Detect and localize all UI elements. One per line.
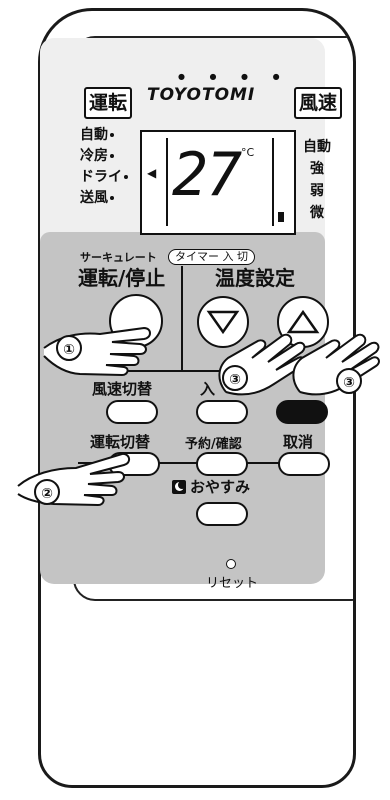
mode-item: 冷房 bbox=[80, 146, 128, 167]
temp-setting-label: 温度設定 bbox=[215, 266, 295, 290]
lcd-frame bbox=[166, 138, 274, 226]
reset-label: リセット bbox=[206, 576, 259, 591]
fan-switch-button[interactable] bbox=[106, 400, 158, 424]
mode-switch-label: 運転切替 bbox=[90, 433, 151, 451]
temperature-readout: 27 bbox=[172, 140, 242, 210]
cancel-button[interactable] bbox=[278, 452, 330, 476]
sleep-button[interactable] bbox=[196, 502, 248, 526]
step-number: ② bbox=[34, 479, 60, 505]
circulate-label: サーキュレート bbox=[80, 251, 157, 264]
fan-level-indicator bbox=[278, 212, 284, 222]
step-number: ① bbox=[56, 335, 82, 361]
power-label: 運転 bbox=[84, 87, 133, 119]
step-number: ③ bbox=[336, 368, 362, 394]
moon-icon bbox=[172, 480, 186, 494]
reserve-button[interactable] bbox=[196, 452, 248, 476]
fan-switch-label: 風速切替 bbox=[92, 380, 153, 398]
fan-speed-item: 強 bbox=[310, 161, 324, 177]
lcd-display: ◀ 27 °C bbox=[140, 130, 296, 235]
step-number: ③ bbox=[222, 365, 248, 391]
section-divider bbox=[78, 370, 323, 372]
cancel-label: 取消 bbox=[283, 433, 314, 451]
timer-label: タイマー 入 切 bbox=[168, 249, 255, 265]
mode-item: ドライ bbox=[80, 167, 128, 188]
mode-item: 自動 bbox=[80, 125, 128, 146]
brand-dots: ● ● ● ● bbox=[178, 72, 291, 81]
section-divider bbox=[181, 266, 183, 370]
timer-on-button[interactable] bbox=[196, 400, 248, 424]
fan-speed-item: 自動 bbox=[303, 139, 331, 155]
fan-speed-item: 弱 bbox=[310, 183, 324, 199]
mode-item: 送風 bbox=[80, 188, 128, 209]
brand-logo: TOYOTOMI bbox=[147, 85, 256, 105]
hand-pointer-icon bbox=[14, 446, 134, 514]
mode-pointer-icon: ◀ bbox=[147, 166, 157, 180]
triangle-down-icon bbox=[206, 310, 240, 335]
run-stop-label: 運転/停止 bbox=[78, 266, 166, 290]
fan-speed-item: 微 bbox=[310, 205, 324, 221]
sleep-label: おやすみ bbox=[190, 478, 251, 496]
reset-button[interactable] bbox=[226, 559, 236, 569]
mode-list: 自動 冷房 ドライ 送風 bbox=[80, 125, 128, 209]
fan-speed-label: 風速 bbox=[294, 87, 343, 119]
timer-off-button[interactable] bbox=[276, 400, 328, 424]
triangle-up-icon bbox=[286, 309, 320, 334]
hand-pointer-icon bbox=[280, 318, 390, 402]
reserve-label: 予約/確認 bbox=[185, 437, 242, 452]
temperature-unit: °C bbox=[241, 146, 255, 159]
temp-down-button[interactable] bbox=[197, 296, 249, 348]
fan-speed-list: 自動 強 弱 微 bbox=[303, 136, 331, 224]
timer-on-label: 入 bbox=[200, 380, 216, 398]
